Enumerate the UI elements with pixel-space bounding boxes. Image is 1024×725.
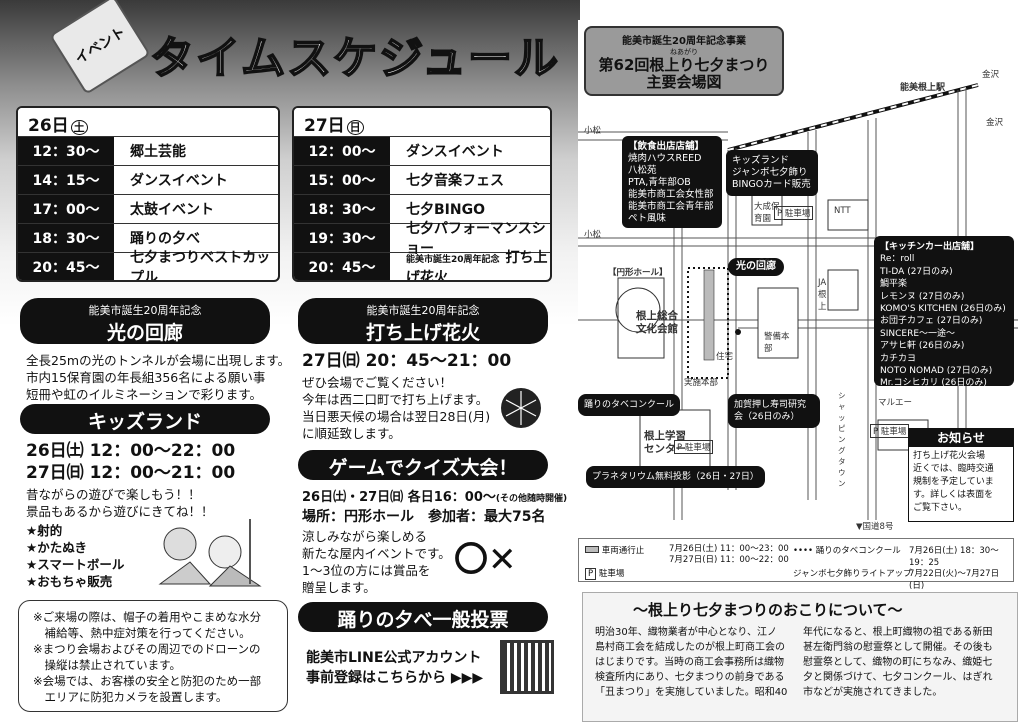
schedule-event: 太鼓イベント (130, 202, 214, 218)
dance-contest-map-label: 踊りのタベコンクール (578, 394, 681, 416)
ntt-label: NTT (834, 206, 851, 216)
fireworks-heading: 能美市誕生20周年記念 打ち上げ花火 (298, 298, 548, 344)
parking-label-2: P 駐車場 (674, 440, 714, 454)
schedule-row: 12：00〜ダンスイベント (294, 136, 550, 165)
schedule-time: 17：00〜 (18, 195, 114, 223)
kids-land-time-26: 26日㈯ 12：00〜22：00 (26, 441, 236, 461)
vote-text: 能美市LINE公式アカウント 事前登録はこちらから ▶▶▶ (306, 650, 484, 686)
fireworks-text: ぜひ会場でご覧ください！ 今年は西二口町で打ち上げます。 当日悪天候の場合は翌日… (302, 375, 491, 441)
light-corridor-map-label: 光の回廊 (728, 258, 784, 276)
shopping-town-label: シャッピングタウン (838, 391, 846, 488)
quiz-heading: ゲームでクイズ大会！ (298, 450, 548, 480)
schedule-time: 15：00〜 (294, 166, 390, 194)
kids-land-text: 昔ながらの遊びで楽しもう！！ 景品もあるから遊びにきてね！！ (26, 487, 214, 519)
origin-col-2: 年代になると、根上町織物の祖である新田 甚左衛門翁の慰霊祭として開催。その後も … (803, 627, 993, 698)
page-title: タイムスケジュール (149, 32, 561, 85)
weekday-badge: 土 (70, 120, 88, 135)
komatsu-label-top: 小松 (584, 126, 602, 136)
fireworks-time: 27日㈰ 20：45〜21：00 (302, 351, 512, 371)
origin-col-1: 明治30年、織物業者が中心となり、江ノ 島村商工会を結成したのが根上町商工会の … (595, 627, 788, 698)
kids-illustration (158, 519, 262, 587)
schedule-event: 郷土芸能 (130, 144, 186, 160)
arrow-icon: ▶▶▶ (450, 670, 484, 686)
fireworks-icon (501, 388, 541, 428)
qr-code[interactable] (500, 640, 554, 694)
quiz-time: 26日㈯・27日㈰ 各日16：00〜(その他随時開催) (302, 490, 568, 505)
venue-map: 能美市誕生20周年記念事業 ねあがり 第62回根上り七夕まつり 主要会場図 能美… (578, 20, 1018, 591)
kids-land-time-27: 27日㈰ 12：00〜21：00 (26, 463, 236, 483)
kids-land-heading: キッズランド (20, 404, 270, 434)
schedule-row: 12：30〜郷土芸能 (18, 136, 278, 165)
route8-label: ▼国道8号 (856, 522, 894, 532)
schedule-event: ダンスイベント (130, 173, 228, 189)
railway (727, 83, 979, 152)
house-label: 住宅 (716, 352, 734, 362)
maruei-label: マルエー (878, 398, 913, 408)
planetarium-map-label: プラネタリウム無料投影（26日・27日） (586, 466, 765, 488)
station-label: 能美根上駅 (900, 83, 946, 93)
ja-label: JA根上 (818, 278, 827, 312)
origin-section: 〜根上り七夕まつりのおこりについて〜 明治30年、織物業者が中心となり、江ノ 島… (582, 592, 1018, 722)
schedule-time: 19：30〜 (294, 224, 390, 252)
schedule-row: 15：00〜七夕音楽フェス (294, 165, 550, 194)
quiz-text: 涼しみながら楽しめる 新たな屋内イベントです。 1〜3位の方には賞品を 贈呈しま… (302, 529, 451, 595)
nursery-label: 大成保育園 (754, 202, 780, 224)
schedule-time: 18：30〜 (294, 195, 390, 223)
hq-label: 実施本部 (684, 378, 719, 388)
schedule-day26-header: 26日土 (18, 108, 278, 136)
schedule-time: 12：00〜 (294, 137, 390, 165)
schedule-event: 七夕まつりベストカップル (130, 250, 271, 282)
schedule-row: 17：00〜太鼓イベント (18, 194, 278, 223)
schedule-time: 18：30〜 (18, 224, 114, 252)
weekday-badge: 日 (346, 120, 364, 135)
food-stalls-box: 【飲食出店店舗】 焼肉ハウスREED 八松苑 PTA,青年部OB 能美市商工会女… (622, 136, 722, 228)
kitchen-car-box: 【キッチンカー出店舗】 Re：roll TI-DA (27日のみ) 鯛平楽 レモ… (874, 236, 1014, 388)
schedule-time: 14：15〜 (18, 166, 114, 194)
schedule-event-note: 能美市誕生20周年記念 (406, 255, 500, 265)
schedule-day27-header: 27日日 (294, 108, 550, 136)
culture-hall-label: 根上総合文化会館 (636, 310, 678, 335)
learning-center-label: 根上学習センター (644, 430, 686, 455)
schedule-row: 19：30〜七夕パフォーマンスショー (294, 221, 550, 257)
sushi-map-label: 加賀押し寿司研究会（26日のみ） (728, 394, 820, 428)
schedule-event-label: 打ち上げ花火 (406, 250, 548, 282)
schedule-row: 18：30〜七夕BINGO (294, 194, 550, 223)
kids-land-map-box: キッズランド ジャンボ七夕飾り BINGOカード販売 (726, 150, 818, 196)
schedule-event: 能美市誕生20周年記念打ち上げ花火 (390, 247, 550, 282)
schedule-row: 20：45〜七夕まつりベストカップル (18, 250, 278, 280)
police-label: 警備本部 (764, 332, 790, 354)
light-corridor-text: 全長25mの光のトンネルが会場に出現します。 市内15保育園の年長組356名によ… (26, 353, 291, 402)
schedule-time: 12：30〜 (18, 137, 114, 165)
map-legend: 車両通行止 7月26日(土) 11：00〜23：00 7月27日(日) 11：0… (578, 538, 1014, 591)
schedule-row: 14：15〜ダンスイベント (18, 165, 278, 194)
komatsu-label: 小松 (584, 230, 602, 240)
parking-label-1: P 駐車場 (774, 206, 814, 220)
kanazawa-label: 金沢 (986, 118, 1004, 128)
parking-label-3: P 駐車場 (870, 424, 910, 438)
kids-land-items: ★射的 ★かたぬき ★スマートボール ★おもちゃ販売 (26, 523, 125, 589)
schedule-event: 七夕BINGO (406, 202, 485, 218)
vote-heading: 踊りの夕べ一般投票 (298, 602, 548, 632)
schedule-row: 18：30〜踊りの夕べ (18, 223, 278, 252)
schedule-event: 七夕音楽フェス (406, 173, 504, 189)
hall-label: 【円形ホール】 (608, 268, 668, 278)
schedule-event: ダンスイベント (406, 144, 504, 160)
schedule-event: 踊りの夕べ (130, 231, 200, 247)
notice-box: お知らせ 打ち上げ花火会場 近くでは、臨時交通 規制を予定していま す。詳しくは… (908, 428, 1014, 522)
notes-box: ※ご来場の際は、帽子の着用やこまめな水分 補給等、熱中症対策を行ってください。 … (18, 600, 288, 712)
quiz-participants: 参加者：最大75名 (428, 509, 546, 525)
gs-label: GS (758, 258, 770, 268)
light-corridor-heading: 能美市誕生20周年記念 光の回廊 (20, 298, 270, 344)
schedule-time: 20：45〜 (18, 253, 114, 280)
quiz-symbols: 〇✕ (454, 540, 517, 580)
origin-title: 〜根上り七夕まつりのおこりについて〜 (633, 601, 903, 619)
kanazawa-label-top: 金沢 (982, 70, 1000, 80)
schedule-row: 20：45〜能美市誕生20周年記念打ち上げ花火 (294, 250, 550, 280)
schedule-time: 20：45〜 (294, 253, 390, 280)
quiz-place: 場所：円形ホール (302, 509, 414, 525)
map-title-box: 能美市誕生20周年記念事業 ねあがり 第62回根上り七夕まつり 主要会場図 (584, 26, 784, 96)
schedule-event: 七夕パフォーマンスショー (406, 221, 546, 257)
